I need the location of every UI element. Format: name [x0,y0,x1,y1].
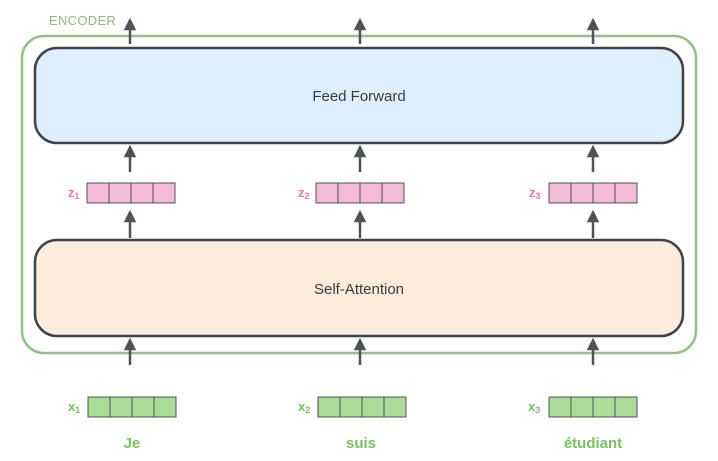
z-label-2: z2 [298,185,310,201]
x-label-3: x3 [528,399,540,415]
x-vector-1 [87,396,177,418]
word-je: Je [124,435,141,452]
x-label-2: x2 [298,399,310,415]
z-label-1: z1 [68,185,80,201]
feed-forward-block [33,46,685,145]
feed-forward-label: Feed Forward [312,88,405,105]
x-label-1: x1 [68,399,80,415]
z-vector-1 [86,182,176,204]
x-vector-2 [317,396,407,418]
output-arrows [123,17,600,44]
word-etudiant: étudiant [564,435,622,452]
x-to-attn-arrows [123,337,600,365]
self-attention-block [33,238,685,338]
x-vector-3 [548,396,638,418]
self-attention-label: Self-Attention [314,281,404,298]
z-to-ffn-arrows [123,144,600,172]
word-suis: suis [346,435,376,452]
z-label-3: z3 [529,185,541,201]
attn-to-z-arrows [123,209,600,238]
z-vector-3 [548,182,638,204]
encoder-label: ENCODER [49,13,116,28]
z-vector-2 [315,182,405,204]
